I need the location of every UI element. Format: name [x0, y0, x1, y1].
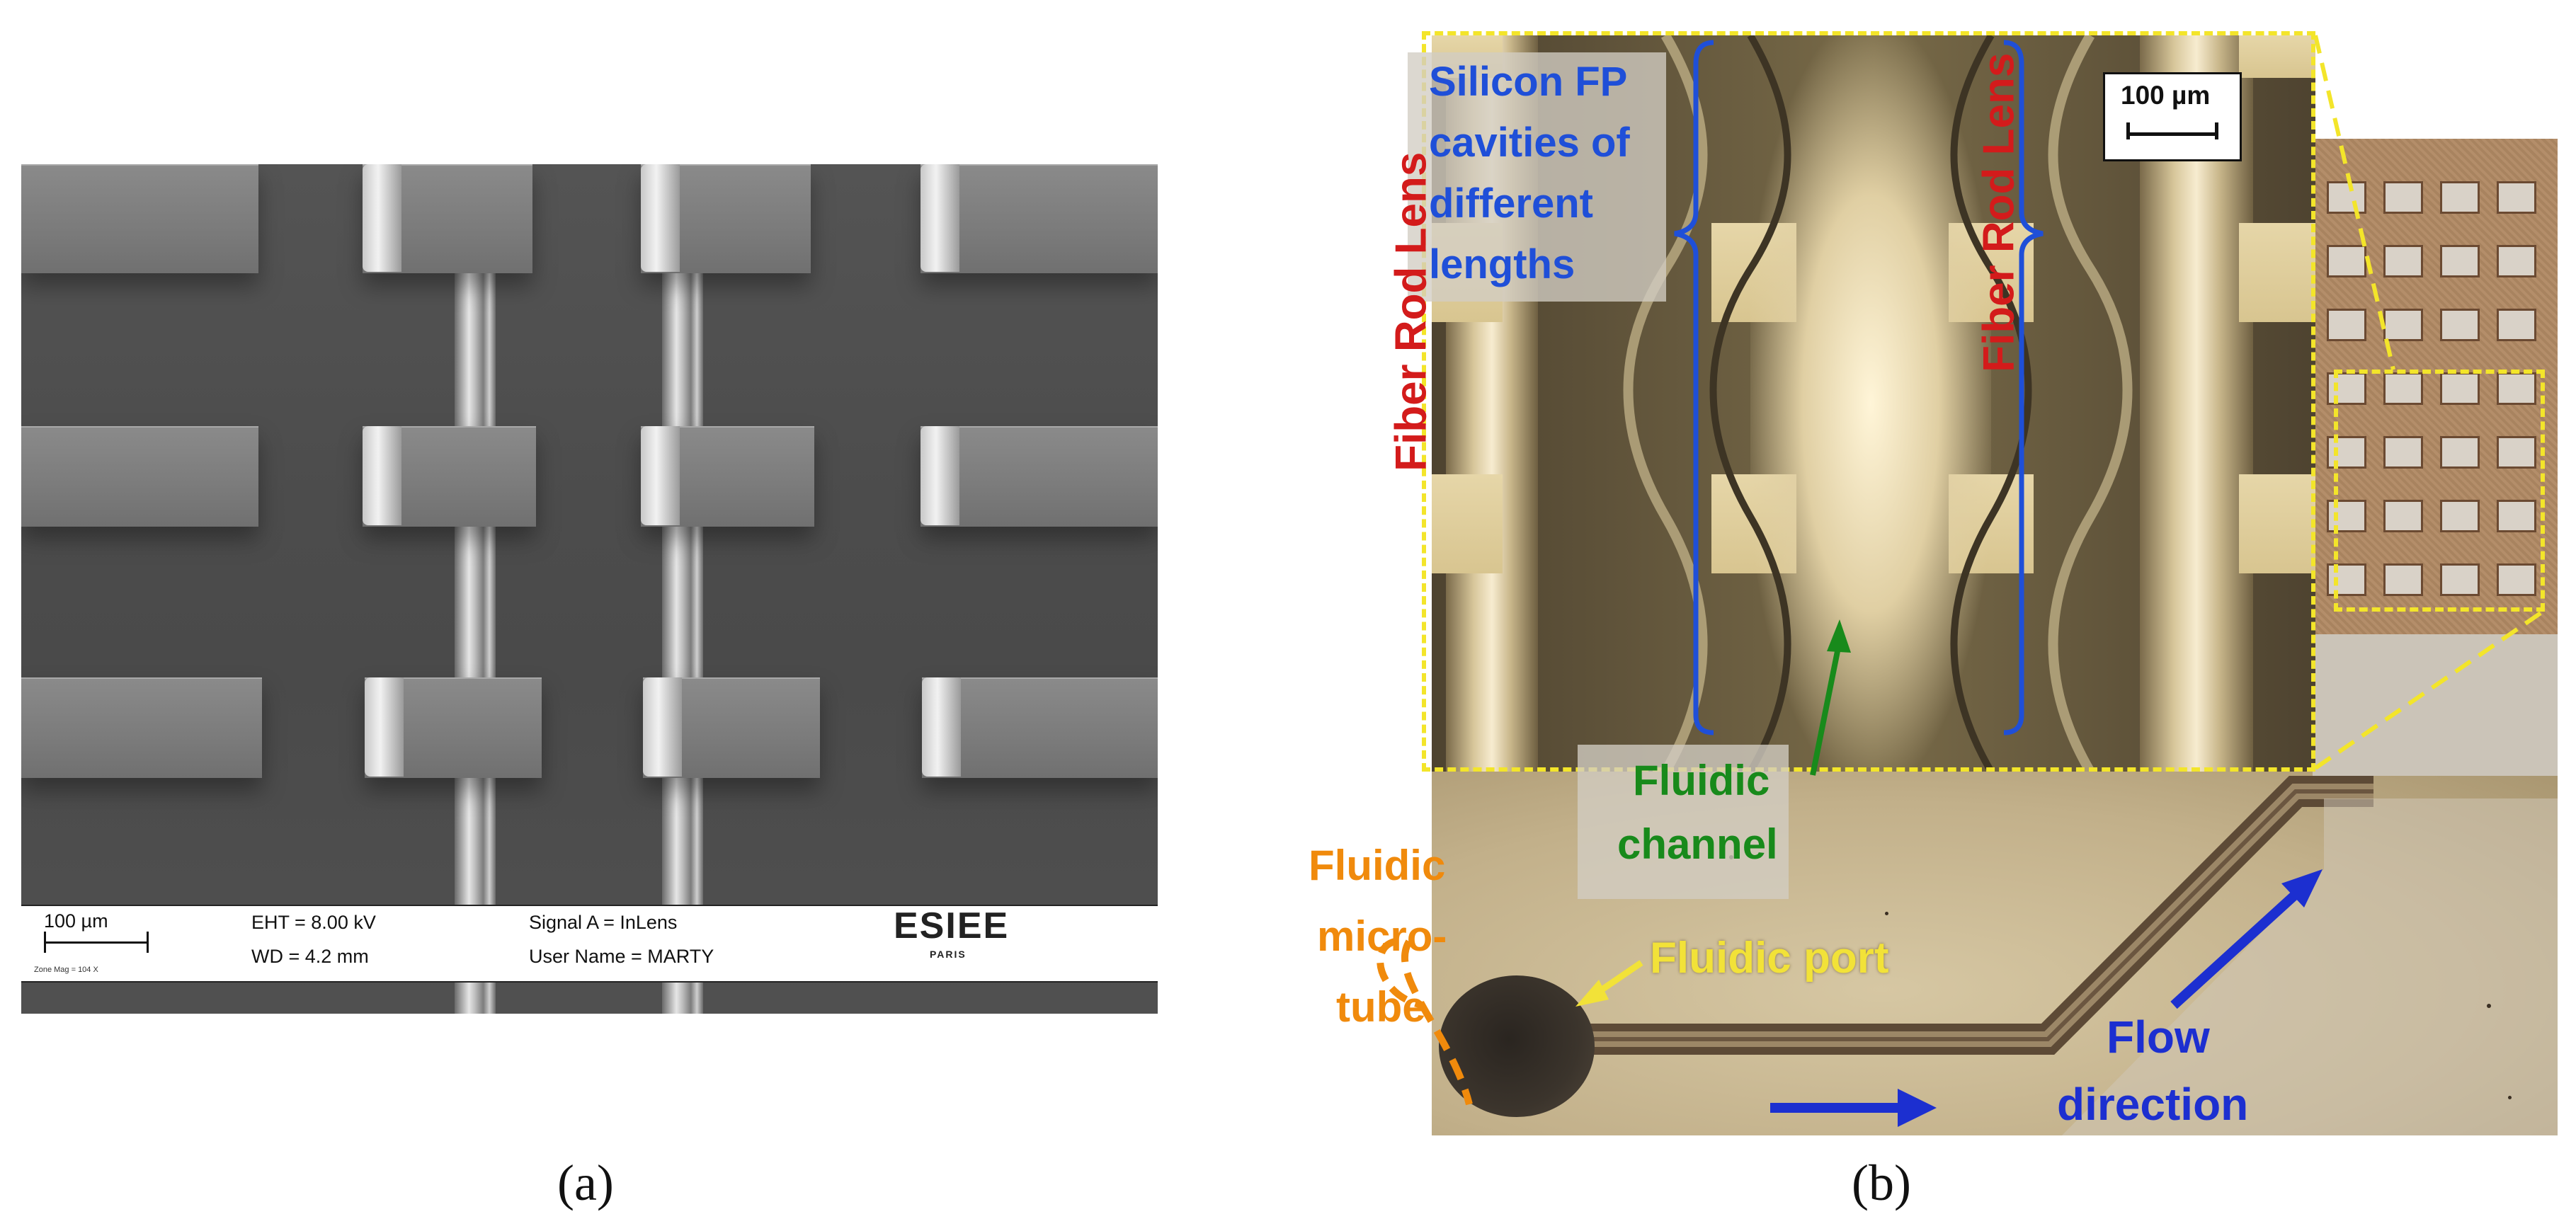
- sem-eht: EHT = 8.00 kV: [251, 912, 376, 933]
- cavity-cell: [2440, 181, 2480, 214]
- cavity-cell: [2440, 500, 2480, 532]
- dust-speck: [2508, 1096, 2512, 1099]
- cavity-label-line3: different: [1429, 181, 1593, 227]
- sem-block: [921, 164, 1158, 273]
- sem-zone-mag: Zone Mag = 104 X: [34, 966, 98, 974]
- sem-block-edge: [365, 677, 404, 777]
- cavity-cell: [2383, 309, 2423, 341]
- mirror-pad: [1432, 474, 1503, 573]
- cavity-cell: [2383, 181, 2423, 214]
- cavity-cell: [2440, 309, 2480, 341]
- fluidic-channel-label-box: [1578, 745, 1789, 899]
- microtube-label-line1: Fluidic: [1309, 842, 1446, 889]
- inset-scale-tick-right: [2215, 122, 2218, 139]
- sem-block-edge: [643, 677, 682, 777]
- dust-speck: [2487, 1004, 2491, 1008]
- sem-block-edge: [363, 426, 401, 525]
- cavity-cell: [2383, 436, 2423, 469]
- sem-block-edge: [641, 426, 680, 525]
- caption-b: (b): [1852, 1155, 1911, 1211]
- flow-direction-label-line2: direction: [2057, 1079, 2249, 1130]
- caption-a: (a): [557, 1155, 614, 1211]
- flow-direction-label-line1: Flow: [2107, 1012, 2210, 1063]
- fluidic-channel-label-line2: channel: [1617, 820, 1778, 868]
- source-region-highlight: [2334, 370, 2545, 612]
- cavity-label-line4: lengths: [1429, 241, 1575, 287]
- cavity-cell: [2497, 245, 2536, 277]
- cavity-label-line1: Silicon FP: [1429, 59, 1628, 105]
- cavity-cell: [2327, 436, 2366, 469]
- sem-block-edge: [363, 164, 401, 272]
- cavity-cell: [2383, 500, 2423, 532]
- cavity-cell: [2497, 563, 2536, 596]
- mirror-pad: [2239, 223, 2315, 322]
- chip-cavity-array-strip: [2313, 139, 2558, 776]
- inset-scale-label: 100 µm: [2121, 81, 2211, 110]
- dust-speck: [1885, 912, 1888, 915]
- sem-block-edge: [922, 677, 961, 777]
- sem-scale-bar: [44, 941, 149, 944]
- sem-block: [922, 677, 1158, 778]
- inset-scale-bar: [2126, 132, 2218, 136]
- cavity-cell: [2440, 436, 2480, 469]
- cavity-cell: [2383, 563, 2423, 596]
- sem-wavy-channel-right: [662, 164, 703, 1014]
- cavity-cell: [2497, 436, 2536, 469]
- inset-scale-tick-left: [2126, 122, 2130, 139]
- sem-block: [921, 426, 1158, 527]
- esiee-logo-sub: PARIS: [930, 949, 967, 960]
- cavity-cell: [2497, 500, 2536, 532]
- cavity-cell: [2440, 245, 2480, 277]
- sem-wd: WD = 4.2 mm: [251, 946, 369, 967]
- cavity-cell: [2383, 245, 2423, 277]
- inset-highlight-frame: [1422, 31, 2315, 772]
- cavity-cell: [2327, 181, 2366, 214]
- microtube-label-line3: tube: [1336, 983, 1426, 1031]
- sem-block-edge: [641, 164, 680, 272]
- sem-block: [21, 426, 258, 527]
- cavity-cell: [2327, 309, 2366, 341]
- sem-info-bar: 100 µm Zone Mag = 104 X EHT = 8.00 kV WD…: [21, 905, 1158, 983]
- sem-block-edge: [921, 426, 959, 525]
- cavity-cell: [2497, 309, 2536, 341]
- sem-block: [21, 164, 258, 273]
- sem-user: User Name = MARTY: [529, 946, 714, 967]
- cavity-label-box: [1408, 52, 1666, 302]
- inset-scale-box: 100 µm: [2103, 72, 2242, 161]
- sem-signal: Signal A = InLens: [529, 912, 678, 933]
- sem-wavy-channel-left: [455, 164, 496, 1014]
- cavity-cell: [2497, 181, 2536, 214]
- sem-image-panel: 100 µm Zone Mag = 104 X EHT = 8.00 kV WD…: [21, 164, 1158, 1014]
- esiee-logo: ESIEE: [894, 905, 1010, 946]
- cavity-cell: [2327, 245, 2366, 277]
- fluidic-channel-label-line1: Fluidic: [1633, 757, 1770, 804]
- mirror-pad: [2239, 474, 2315, 573]
- cavity-cell: [2440, 563, 2480, 596]
- sem-block: [21, 677, 262, 778]
- sem-block-edge: [921, 164, 959, 272]
- sem-scale-label: 100 µm: [44, 910, 108, 932]
- cavity-cell: [2327, 563, 2366, 596]
- mirror-pad: [2239, 35, 2315, 78]
- inset-wavy-walls: [1623, 35, 2133, 772]
- fluidic-channel-path: [1538, 776, 2558, 1135]
- sem-scale-bar-tick-left: [44, 932, 46, 953]
- fluidic-port-label: Fluidic port: [1650, 934, 1889, 983]
- sem-scale-bar-tick-right: [147, 932, 149, 953]
- cavity-label-line2: cavities of: [1429, 120, 1630, 166]
- cavity-cell: [2327, 500, 2366, 532]
